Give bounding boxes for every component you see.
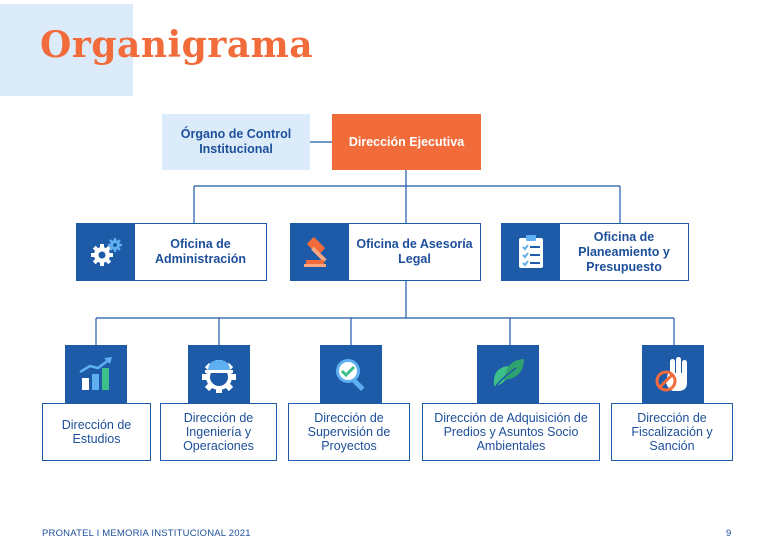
office-label: Oficina de Planeamiento y Presupuesto (578, 229, 670, 274)
page-title: Organigrama (40, 24, 314, 66)
office-asesoria-legal: Oficina de Asesoría Legal (290, 223, 481, 281)
direccion-adquisicion-box: Dirección de Adquisición de Predios y As… (422, 403, 600, 461)
office-label: Oficina de Asesoría Legal (356, 237, 473, 266)
direccion-supervision-box: Dirección de Supervisión de Proyectos (288, 403, 410, 461)
clipboard-checklist-icon (501, 223, 560, 281)
stop-hand-icon (642, 345, 704, 403)
leaves-icon (477, 345, 539, 403)
growth-chart-icon (65, 345, 127, 403)
direccion-ingenieria-box: Dirección de Ingeniería y Operaciones (160, 403, 277, 461)
hard-hat-gear-icon (188, 345, 250, 403)
direccion-fiscalizacion-box: Dirección de Fiscalización y Sanción (611, 403, 733, 461)
direccion-estudios-box: Dirección de Estudios (42, 403, 151, 461)
gavel-icon (290, 223, 349, 281)
office-planeamiento: Oficina de Planeamiento y Presupuesto (501, 223, 689, 281)
footer-text: PRONATEL I MEMORIA INSTITUCIONAL 2021 (42, 528, 251, 539)
page-number: 9 (726, 528, 732, 539)
gears-icon (76, 223, 135, 281)
office-administracion: Oficina de Administración (76, 223, 267, 281)
magnifier-check-icon (320, 345, 382, 403)
direccion-ejecutiva-box: Dirección Ejecutiva (332, 114, 481, 170)
title-background (0, 4, 133, 96)
organo-control-box: Órgano de Control Institucional (162, 114, 310, 170)
office-label: Oficina de Administración (155, 237, 246, 266)
